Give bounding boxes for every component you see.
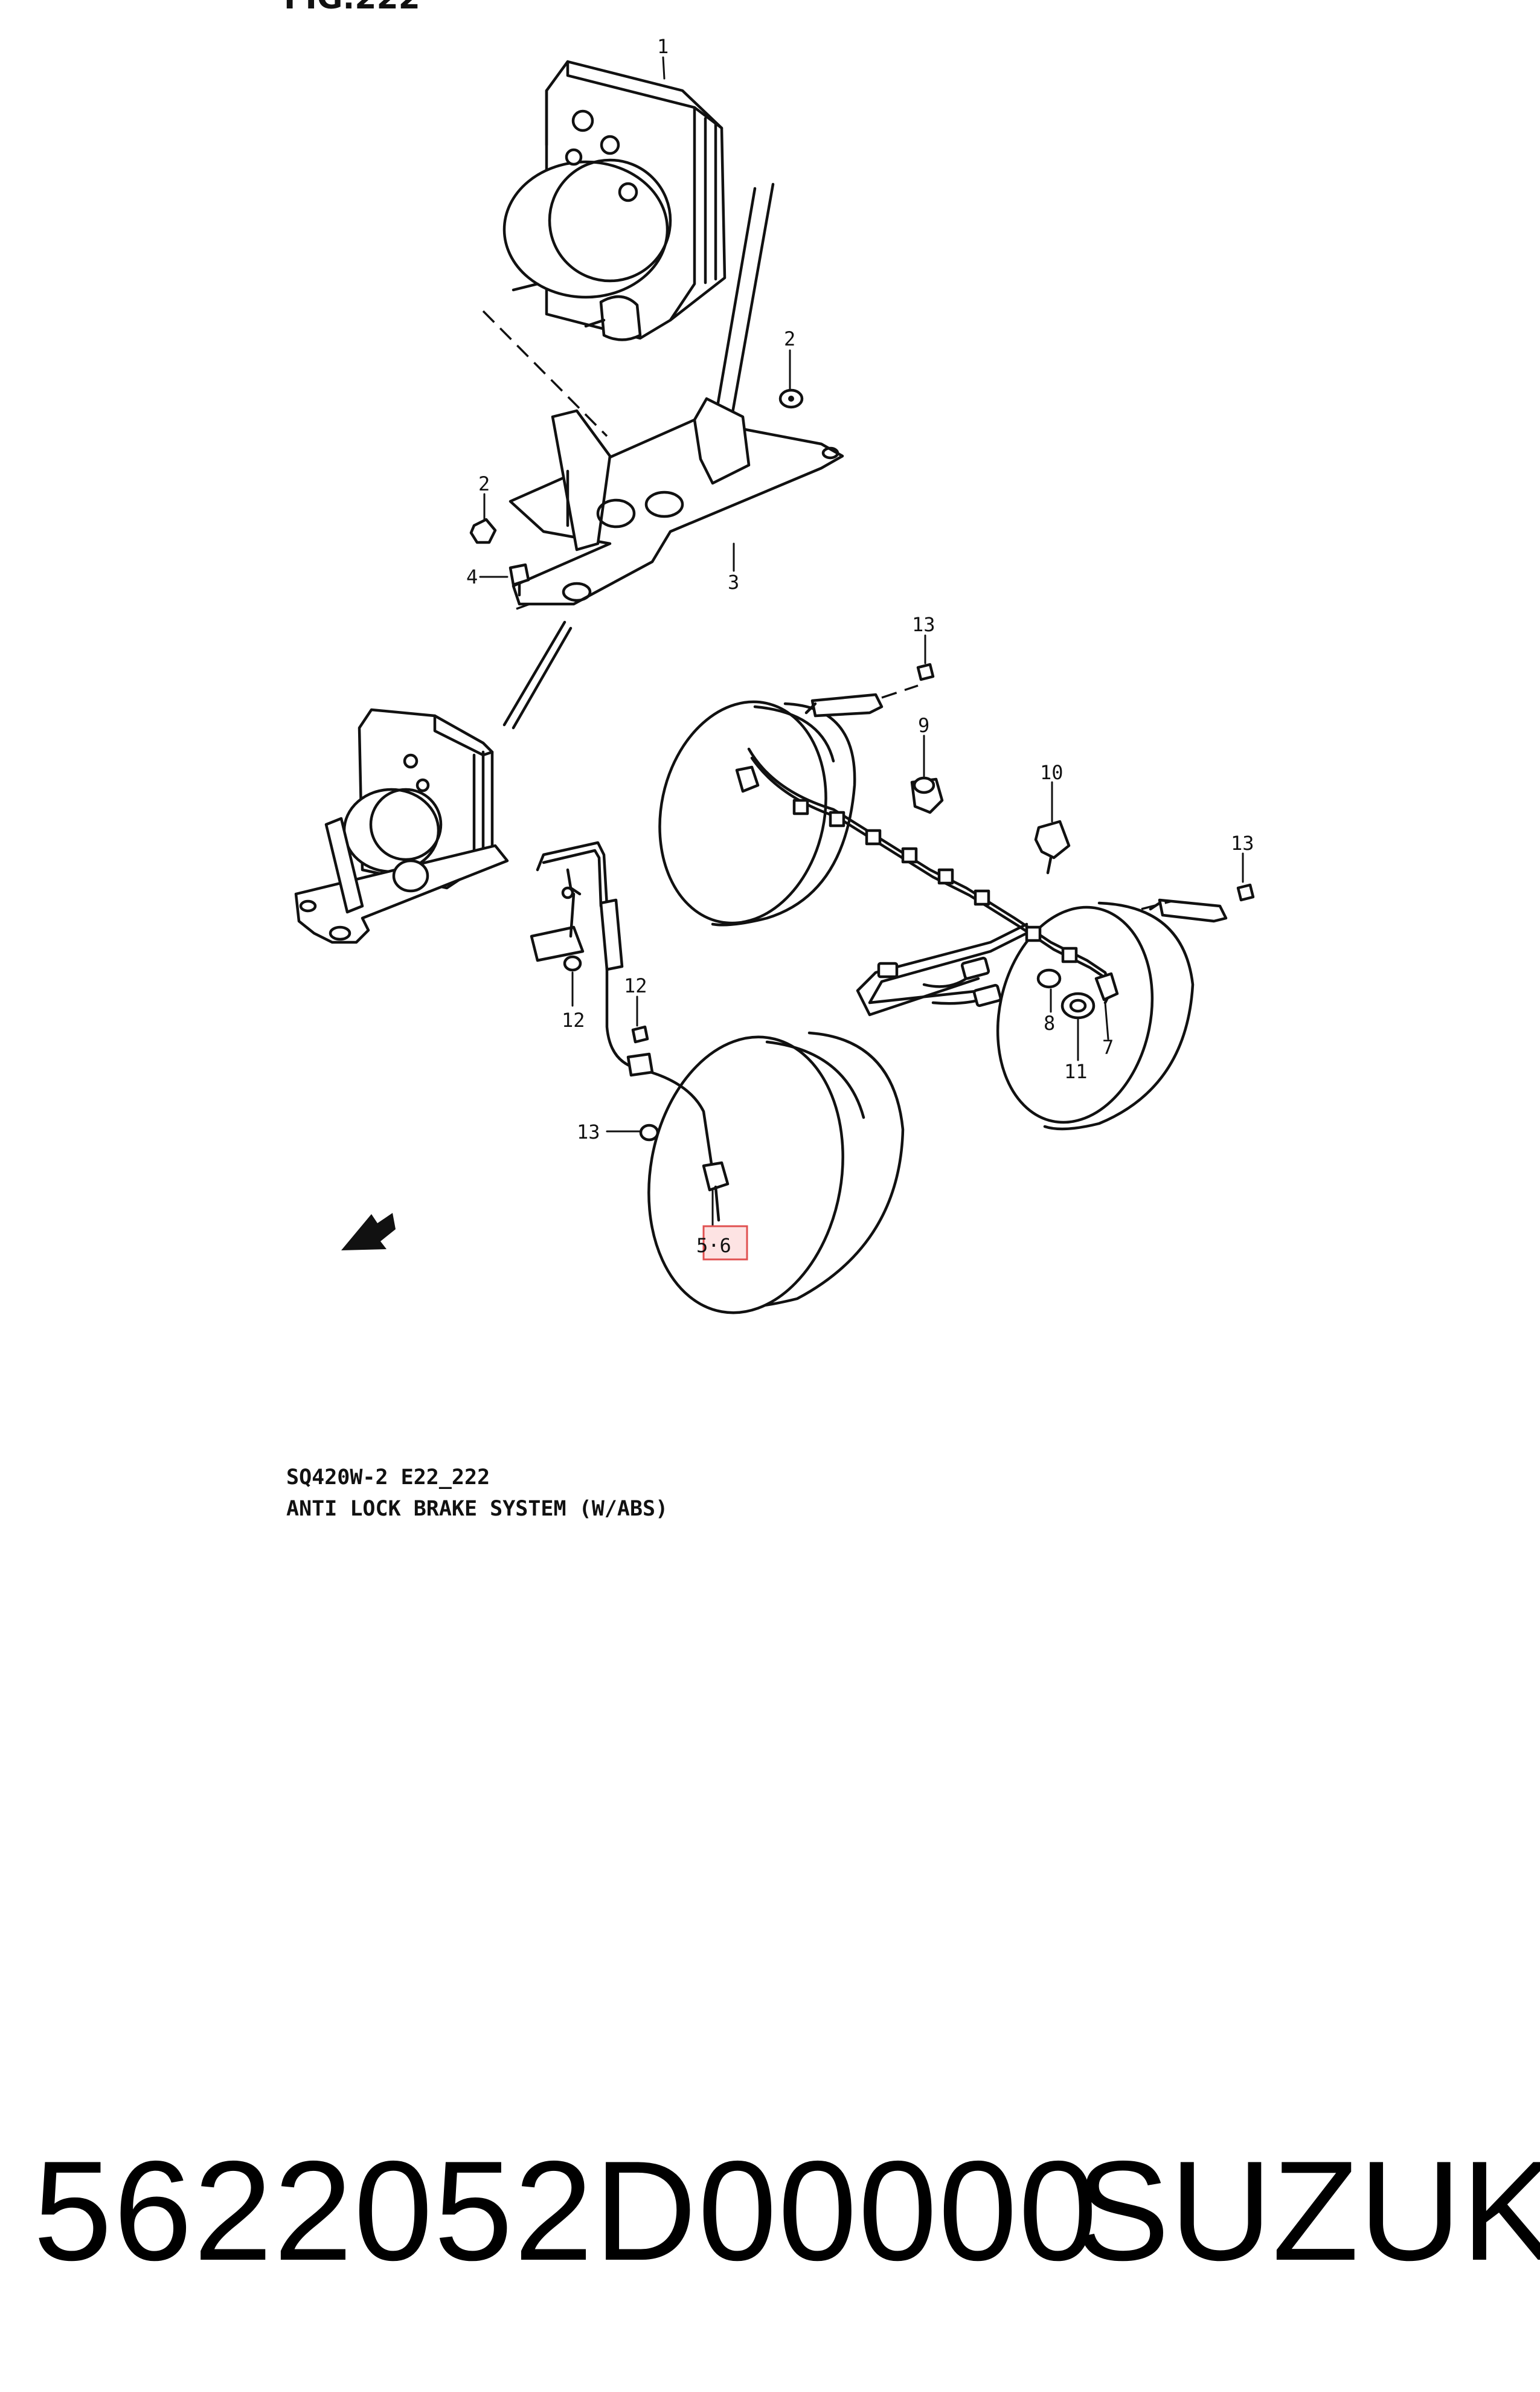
bolt-12-left [563,955,582,972]
callout-5-6: 5·6 [696,1234,731,1257]
footer-band [0,1993,1540,2392]
callout-2-lower: 2 [478,472,490,495]
highlight-box [702,1225,748,1261]
callout-12-upper: 12 [624,974,647,997]
callout-1: 1 [657,35,669,58]
nut-2-upper [778,388,804,409]
wheel-front-left [647,1031,905,1314]
clip-10 [1034,820,1071,875]
caption-code: SQ420W-2 E22_222 [286,1465,490,1490]
callout-leaders [479,56,1244,1227]
harness-clips [792,799,1078,963]
callout-8: 8 [1044,1012,1055,1035]
callout-10: 10 [1040,761,1064,784]
bolt-13-front [639,1124,659,1142]
callout-4: 4 [466,565,478,588]
callout-13-right: 13 [1231,832,1254,855]
mounting-guide-lines [482,182,775,730]
bolt-13-rear-right [1236,883,1255,902]
leader-13-a [881,684,919,699]
wheel-rear-left [658,700,856,927]
rear-sensor-harness [735,747,1113,1017]
leader-13-b [1141,900,1172,910]
front-direction-arrow-icon [341,1213,396,1250]
abs-unit-assembled [294,708,509,944]
callout-labels: 1 2 2 3 4 13 9 10 13 12 12 8 11 7 13 5·6 [466,35,1254,1257]
callout-13-top: 13 [912,613,935,636]
abs-hydraulic-unit [502,60,727,341]
clamp-bracket-right [1149,898,1228,923]
callout-11: 11 [1064,1060,1088,1083]
nut-11 [1060,992,1096,1020]
diagram-caption: SQ420W-2 E22_222 ANTI LOCK BRAKE SYSTEM … [286,1462,668,1525]
bolt-13-rear-top [916,663,935,681]
callout-7: 7 [1102,1036,1114,1059]
front-sensor-cable [530,841,730,1222]
bolt-12-right [631,1025,649,1044]
callout-12-lower: 12 [562,1009,585,1032]
callout-9: 9 [918,714,929,737]
sensor-7 [1094,972,1119,1001]
caption-name: ANTI LOCK BRAKE SYSTEM (W/ABS) [286,1497,669,1521]
callout-2-upper: 2 [784,327,795,350]
callout-13-front: 13 [577,1120,600,1143]
exploded-parts-diagram: FIG.222 [284,0,1255,1314]
clamp-bracket-left [804,693,884,718]
bolt-4 [509,563,530,597]
figure-title: FIG.222 [284,0,420,16]
o-ring-8 [1036,968,1062,989]
abs-bracket [509,397,844,606]
grommet-9 [910,776,944,814]
brand-name: SUZUKI [1075,2131,1540,2290]
nut-2-lower [469,518,497,544]
callout-3: 3 [728,571,739,594]
part-number: 5622052D00000 [33,2131,1099,2290]
